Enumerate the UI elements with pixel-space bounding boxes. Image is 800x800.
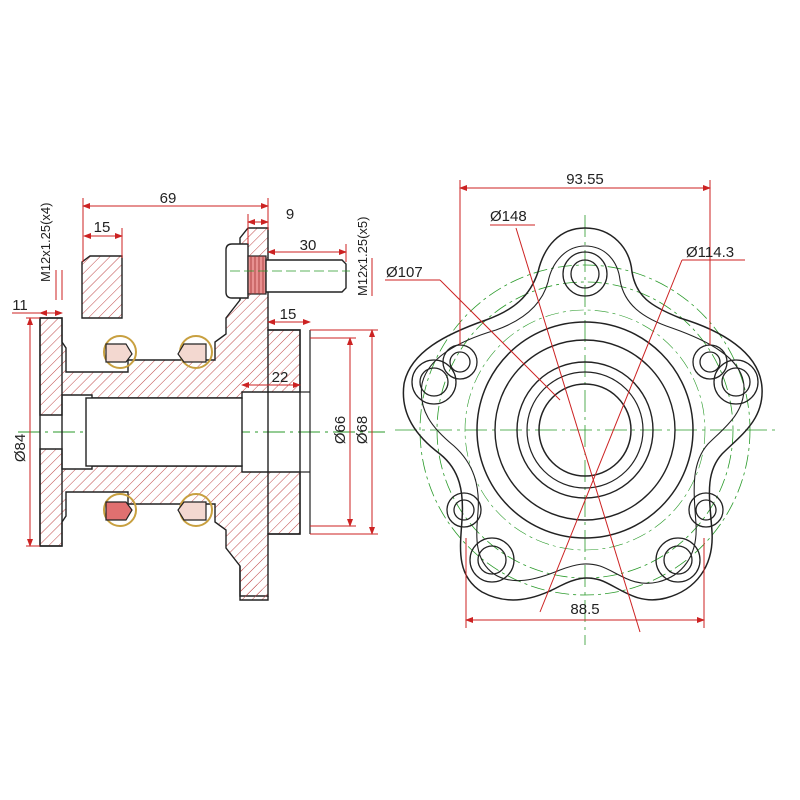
flange-lower [239,566,269,601]
hub-ring-3 [516,361,654,499]
dim-front-bottom: 88.5 [570,601,599,618]
ball-race-lower-right [177,501,207,521]
dim-front-width: 93.55 [566,171,604,188]
hub-ring-2 [494,339,676,521]
dim-bore: 22 [272,369,289,386]
inner-ring-face [39,317,63,547]
mount-lug-upper [81,255,123,319]
dim-thread-stud: M12x1.25(x5) [355,217,370,296]
dim-center-dia: Ø107 [386,264,423,281]
star-flange-inner [420,245,745,584]
dim-spigot-dia: Ø66 [332,416,349,444]
spigot [267,329,301,535]
ball-race-lower-left [105,501,133,521]
seal-ring-lower-left [103,493,137,527]
dim-spigot: 15 [280,306,297,323]
dim-pcd-wheel: Ø114.3 [686,244,734,261]
seal-ring-upper-left [103,335,137,369]
front-view: 93.55 Ø148 Ø114.3 Ø107 88.5 [385,171,775,645]
star-flange-outline [402,227,763,601]
wheel-stud-holes [411,251,759,583]
front-dimensions [385,180,745,633]
dim-stud-head: 9 [286,206,294,223]
bore [85,397,243,467]
ball-race-upper-right [177,343,207,363]
wheel-stud [225,243,350,299]
dim-stud-length: 30 [300,237,317,254]
hub-outer-ring [476,321,694,539]
dim-offset: 11 [12,297,28,314]
dim-flange-width: 69 [160,190,177,207]
hub-center-bore [538,383,632,477]
dim-outer-dia: Ø84 [12,434,29,462]
dim-pilot: 15 [94,219,111,236]
lower-body-section [39,448,301,597]
dim-thread-mount: M12x1.25(x4) [38,203,53,282]
dim-spigot-dia-2: Ø68 [354,416,371,444]
side-dimensions [12,198,378,547]
dim-pcd-mount: Ø148 [490,208,527,225]
side-section-view: 69 15 9 30 11 15 22 M12x1.25(x4) M12x1.2… [12,190,385,601]
ball-race-upper-left [105,343,133,363]
